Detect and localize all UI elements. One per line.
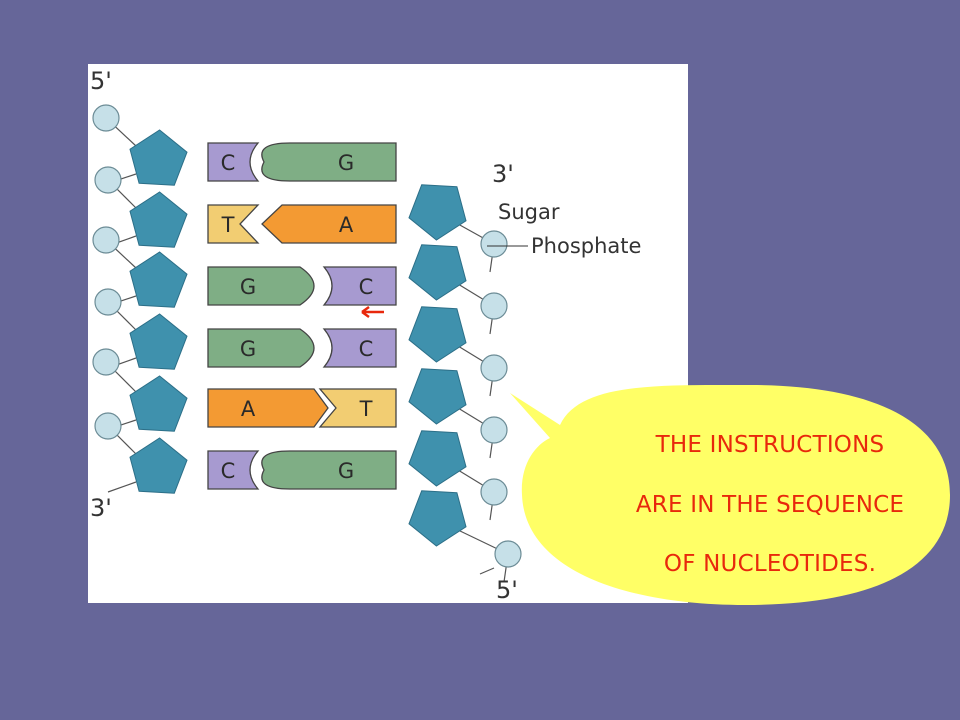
base-letter-left: C	[221, 151, 236, 175]
base-letter-left: G	[240, 337, 256, 361]
base-c-right	[322, 266, 397, 306]
sugar-pentagon	[129, 313, 188, 370]
phosphate-circle	[494, 540, 522, 568]
base-t-left	[207, 204, 260, 244]
dna-diagram-panel: C G T A G C G C A T C G 5' 3' 3' 5' Sugar Phosphate	[88, 64, 688, 603]
sugar-pentagon	[129, 191, 188, 248]
dna-diagram: C G T A G C G C A T C G 5' 3' 3' 5' Sugar Phosphate	[90, 67, 641, 603]
speech-bubble-shape	[510, 384, 950, 605]
red-arrow-icon	[361, 305, 384, 319]
sugar-pentagon	[408, 306, 467, 363]
callout-line-1: THE INSTRUCTIONS	[655, 432, 885, 458]
sugar-pentagon	[129, 437, 188, 494]
base-c-left	[207, 142, 260, 182]
phosphate-circle	[480, 230, 508, 258]
label-phosphate: Phosphate	[531, 234, 641, 258]
sugar-pentagon	[408, 430, 467, 487]
base-c-left	[207, 450, 260, 490]
base-letter-right: G	[338, 151, 354, 175]
sugar-pentagon	[408, 490, 467, 547]
phosphate-circle	[92, 104, 120, 132]
base-c-right	[322, 328, 397, 368]
base-a-right	[261, 204, 397, 244]
base-letter-left: A	[241, 397, 256, 421]
phosphate-circle	[94, 166, 122, 194]
base-a-left	[207, 388, 329, 428]
callout-line-3: OF NUCLEOTIDES.	[663, 551, 877, 577]
phosphate-circle	[92, 348, 120, 376]
label-five-prime-bottom-right: 5'	[496, 576, 518, 603]
phosphate-circle	[480, 292, 508, 320]
phosphate-circle	[480, 354, 508, 382]
sugar-pentagon	[129, 251, 188, 308]
base-letter-right: C	[359, 337, 374, 361]
base-letter-right: C	[359, 275, 374, 299]
sugar-pentagon	[129, 375, 188, 432]
right-backbone-bond	[479, 567, 495, 575]
sugar-pentagon	[129, 129, 188, 186]
base-letter-left: C	[221, 459, 236, 483]
phosphate-circle	[480, 478, 508, 506]
base-letter-right: T	[359, 397, 373, 421]
label-three-prime-top-right: 3'	[492, 160, 514, 188]
sugar-pentagon	[408, 368, 467, 425]
base-letter-left: T	[221, 213, 235, 237]
base-g-left	[207, 266, 315, 306]
label-five-prime-top-left: 5'	[90, 67, 112, 95]
left-backbone-bond	[107, 481, 137, 493]
phosphate-circle	[94, 288, 122, 316]
phosphate-circle	[92, 226, 120, 254]
callout-line-2: ARE IN THE SEQUENCE	[635, 492, 905, 518]
base-letter-right: A	[339, 213, 354, 237]
base-g-left	[207, 328, 315, 368]
base-letter-left: G	[240, 275, 256, 299]
phosphate-circle	[480, 416, 508, 444]
label-three-prime-bottom-left: 3'	[90, 494, 112, 522]
base-g-right	[261, 142, 397, 182]
base-letter-right: G	[338, 459, 354, 483]
phosphate-circle	[94, 412, 122, 440]
label-sugar: Sugar	[498, 200, 560, 224]
base-t-right	[318, 388, 397, 428]
base-g-right	[261, 450, 397, 490]
sugar-pentagon	[408, 244, 467, 301]
sugar-pentagon	[408, 184, 467, 241]
